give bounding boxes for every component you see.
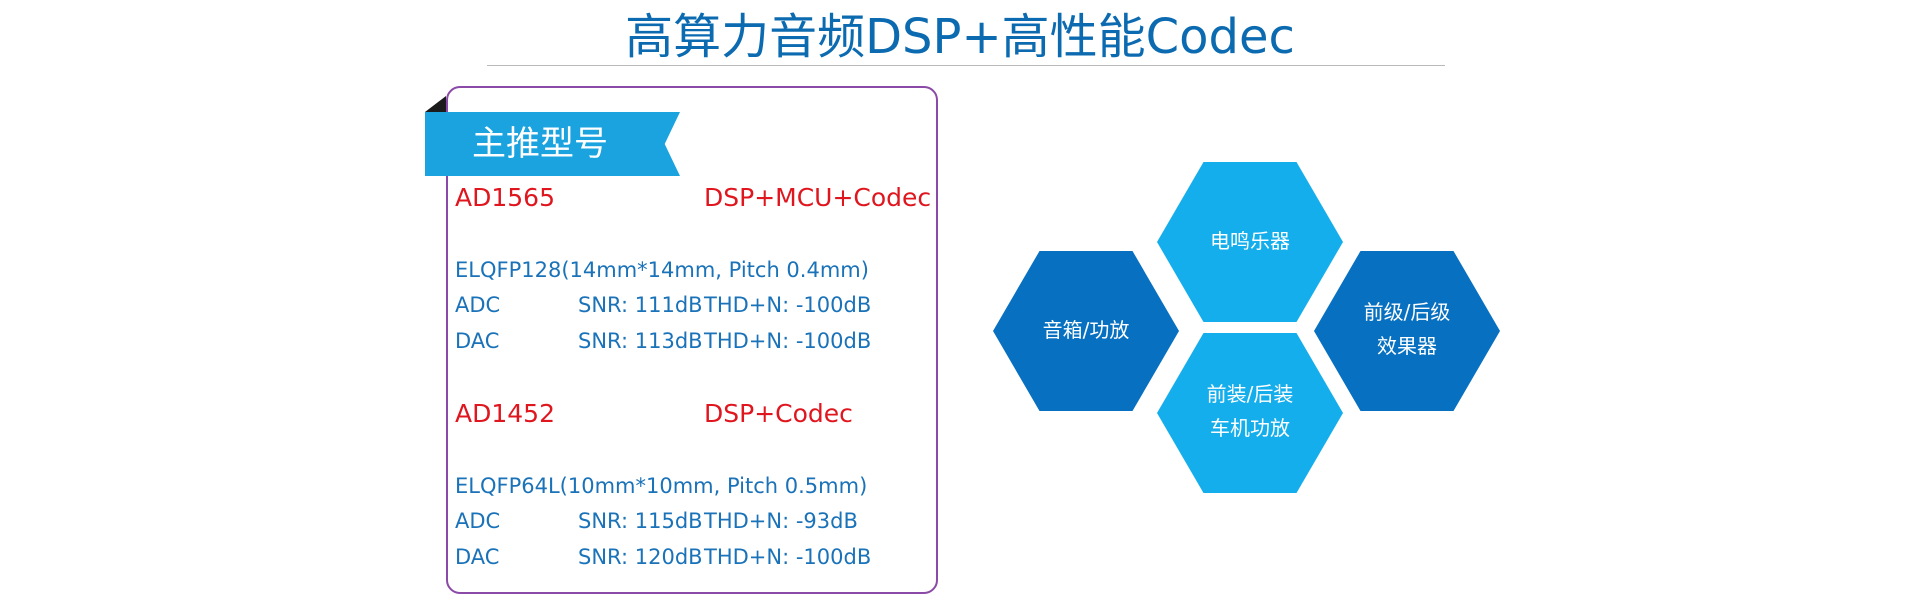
dac-snr: SNR: 120dB [578, 545, 703, 569]
dac-thd: THD+N: -100dB [704, 545, 872, 569]
product-package: ELQFP64L(10mm*10mm, Pitch 0.5mm) [455, 474, 868, 498]
ribbon-label: 主推型号 [472, 124, 608, 164]
title-divider [487, 65, 1445, 66]
hex-label: 前级/后级 [1363, 300, 1451, 324]
hex-label: 效果器 [1377, 334, 1437, 358]
product-model: AD1565 [455, 183, 555, 212]
adc-thd: THD+N: -100dB [704, 293, 872, 317]
adc-thd: THD+N: -93dB [704, 509, 858, 533]
dac-label: DAC [455, 329, 500, 353]
hex-label: 车机功放 [1210, 416, 1290, 440]
product-type: DSP+MCU+Codec [704, 183, 932, 212]
adc-label: ADC [455, 293, 501, 317]
hex-label: 音箱/功放 [1042, 318, 1130, 342]
product-type: DSP+Codec [704, 399, 853, 428]
adc-label: ADC [455, 509, 501, 533]
dac-label: DAC [455, 545, 500, 569]
product-package: ELQFP128(14mm*14mm, Pitch 0.4mm) [455, 258, 869, 282]
adc-snr: SNR: 115dB [578, 509, 703, 533]
hex-label: 前装/后装 [1206, 382, 1294, 406]
dac-snr: SNR: 113dB [578, 329, 703, 353]
adc-snr: SNR: 111dB [578, 293, 703, 317]
page-title: 高算力音频DSP+高性能Codec [625, 9, 1295, 65]
dac-thd: THD+N: -100dB [704, 329, 872, 353]
product-model: AD1452 [455, 399, 555, 428]
ribbon-banner [425, 112, 680, 176]
hex-label: 电鸣乐器 [1210, 229, 1290, 253]
ribbon-fold [425, 96, 446, 112]
